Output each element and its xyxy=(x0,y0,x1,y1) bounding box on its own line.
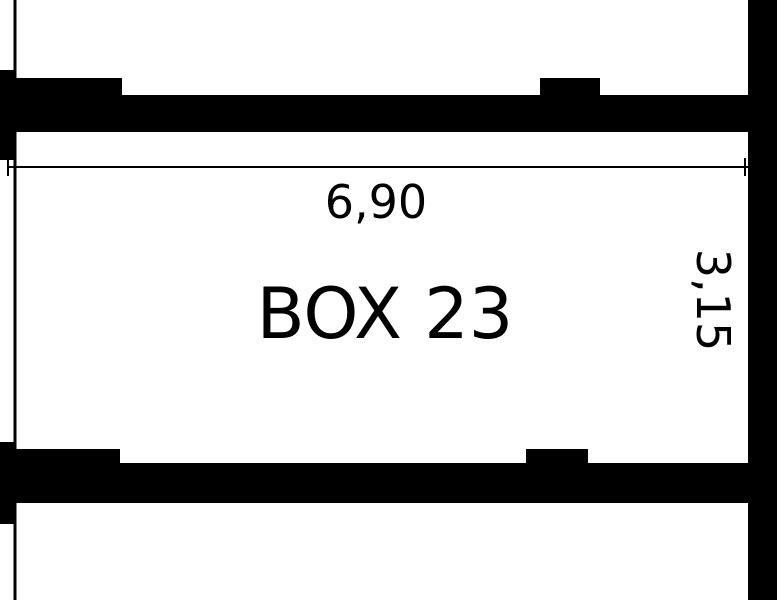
right-wall xyxy=(748,0,777,600)
box-label: BOX 23 xyxy=(257,273,514,355)
depth-dimension-label: 3,15 xyxy=(686,249,740,351)
width-dimension-label: 6,90 xyxy=(325,175,427,229)
bottom-wall xyxy=(0,442,777,524)
top-wall xyxy=(0,70,777,160)
width-dimension-line xyxy=(7,158,750,176)
